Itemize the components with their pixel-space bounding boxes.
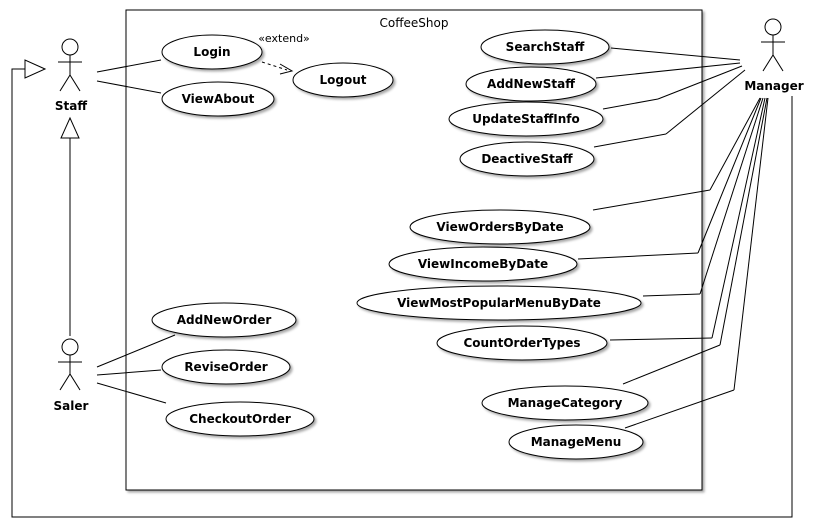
use-case-count-order-types-label: CountOrderTypes xyxy=(463,336,580,350)
assoc-manager-updatestaffinfo xyxy=(602,98,659,110)
use-case-view-income-by-date[interactable]: ViewIncomeByDate xyxy=(388,246,578,282)
use-case-add-new-staff-label: AddNewStaff xyxy=(487,77,575,91)
use-case-login-label: Login xyxy=(193,45,230,59)
system-title: CoffeeShop xyxy=(380,16,449,30)
assoc-manager-managecategory-2 xyxy=(719,97,768,346)
associations xyxy=(96,47,769,429)
assoc-manager-updatestaffinfo-2 xyxy=(657,65,743,100)
use-case-view-about-label: ViewAbout xyxy=(182,92,255,106)
actor-manager-label: Manager xyxy=(744,79,803,93)
assoc-manager-deactivestaff xyxy=(593,133,667,148)
generalization-manager-staff xyxy=(11,59,793,518)
assoc-manager-managemenu xyxy=(624,389,735,429)
assoc-manager-managecategory xyxy=(622,344,721,385)
use-case-manage-menu[interactable]: ManageMenu xyxy=(508,424,644,460)
use-case-add-new-order-label: AddNewOrder xyxy=(177,313,272,327)
use-case-view-orders-by-date[interactable]: ViewOrdersByDate xyxy=(409,209,591,245)
assoc-manager-addnewstaff xyxy=(595,62,741,79)
use-case-deactive-staff-label: DeactiveStaff xyxy=(481,152,573,166)
use-case-manage-category[interactable]: ManageCategory xyxy=(481,385,649,421)
use-case-revise-order-label: ReviseOrder xyxy=(184,360,267,374)
extend-relation: «extend» xyxy=(258,32,310,75)
assoc-manager-managemenu-2 xyxy=(733,97,769,391)
use-case-search-staff-label: SearchStaff xyxy=(506,40,585,54)
actor-staff-label: Staff xyxy=(55,99,87,113)
assoc-saler-checkoutorder xyxy=(96,382,167,404)
assoc-manager-viewmostpopular-2 xyxy=(699,97,764,295)
assoc-saler-reviseorder xyxy=(96,369,162,376)
extend-label: «extend» xyxy=(258,32,310,45)
use-case-add-new-staff[interactable]: AddNewStaff xyxy=(465,66,597,102)
assoc-manager-vieworders-2 xyxy=(709,97,761,191)
use-case-add-new-order[interactable]: AddNewOrder xyxy=(151,302,297,338)
use-case-logout[interactable]: Logout xyxy=(292,62,394,98)
use-case-search-staff[interactable]: SearchStaff xyxy=(480,29,610,65)
assoc-manager-viewincome xyxy=(577,252,699,260)
use-case-manage-menu-label: ManageMenu xyxy=(531,435,622,449)
use-case-update-staff-info[interactable]: UpdateStaffInfo xyxy=(448,101,604,137)
assoc-saler-addneworder xyxy=(96,334,176,368)
use-case-update-staff-info-label: UpdateStaffInfo xyxy=(472,112,580,126)
use-case-login[interactable]: Login xyxy=(161,34,263,70)
assoc-manager-viewmostpopular xyxy=(642,293,701,297)
use-case-view-most-popular-menu-by-date[interactable]: ViewMostPopularMenuByDate xyxy=(356,285,642,321)
assoc-manager-searchstaff xyxy=(610,47,741,61)
use-case-logout-label: Logout xyxy=(319,73,366,87)
use-case-count-order-types[interactable]: CountOrderTypes xyxy=(436,325,608,361)
assoc-staff-login xyxy=(96,59,162,73)
actor-saler[interactable]: Saler xyxy=(54,338,89,413)
use-case-view-most-popular-menu-by-date-label: ViewMostPopularMenuByDate xyxy=(397,296,601,310)
use-case-view-income-by-date-label: ViewIncomeByDate xyxy=(418,257,548,271)
use-case-deactive-staff[interactable]: DeactiveStaff xyxy=(459,141,595,177)
assoc-manager-countordertypes xyxy=(609,337,713,341)
use-case-view-about[interactable]: ViewAbout xyxy=(161,81,275,117)
use-case-checkout-order-label: CheckoutOrder xyxy=(189,412,291,426)
generalization-saler-staff xyxy=(60,116,80,336)
actor-staff[interactable]: Staff xyxy=(55,38,87,113)
use-case-view-orders-by-date-label: ViewOrdersByDate xyxy=(436,220,563,234)
assoc-manager-viewincome-2 xyxy=(697,97,762,254)
assoc-staff-viewabout xyxy=(96,80,162,94)
assoc-manager-deactivestaff-2 xyxy=(665,69,746,135)
use-case-checkout-order[interactable]: CheckoutOrder xyxy=(165,401,315,437)
assoc-manager-countordertypes-2 xyxy=(711,97,766,339)
use-case-revise-order[interactable]: ReviseOrder xyxy=(161,349,291,385)
actor-saler-label: Saler xyxy=(54,399,89,413)
actor-manager[interactable]: Manager xyxy=(744,18,804,93)
use-case-manage-category-label: ManageCategory xyxy=(508,396,623,410)
assoc-manager-vieworders xyxy=(592,189,711,211)
